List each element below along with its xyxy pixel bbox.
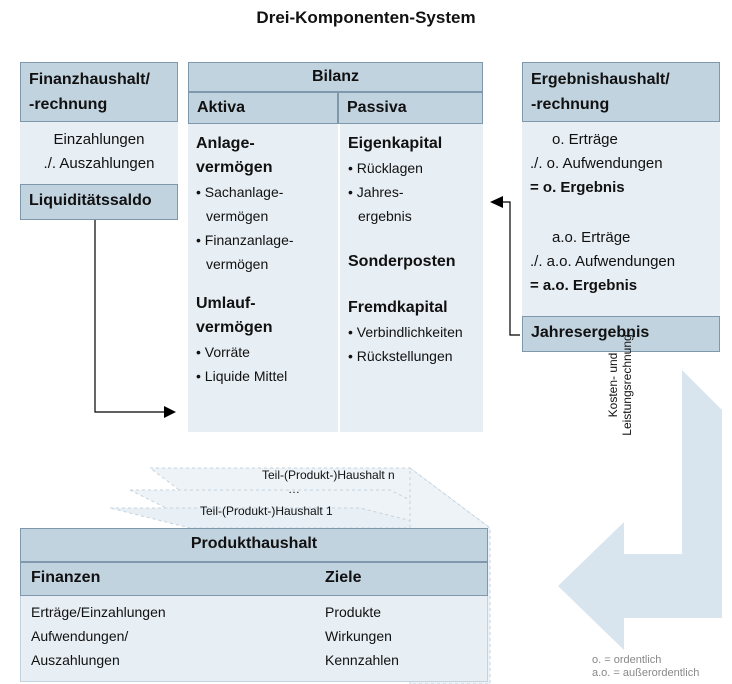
- list-item: Verbindlichkeiten: [348, 320, 475, 344]
- list-item: Wirkungen: [325, 628, 392, 644]
- ergebnishaushalt-body: o. Erträge ./. o. Aufwendungen = o. Erge…: [522, 122, 720, 316]
- auszahlungen: ./. Auszahlungen: [43, 155, 155, 172]
- fremdkapital-title: Fremdkapital: [348, 299, 448, 316]
- legend-ordentlich: o. = ordentlich: [592, 654, 662, 666]
- kosten-arrow: [558, 370, 722, 650]
- list-item: Jahres- ergebnis: [357, 180, 475, 228]
- produkthaushalt-body: Erträge/Einzahlungen Aufwendungen/ Ausza…: [20, 596, 488, 682]
- finanzen-header: Finanzen: [31, 569, 101, 586]
- einzahlungen: Einzahlungen: [53, 131, 145, 148]
- list-item: Kennzahlen: [325, 652, 399, 668]
- legend-ausserordentlich: a.o. = außerordentlich: [592, 667, 700, 679]
- ao-ergebnis: = a.o. Ergebnis: [530, 277, 638, 294]
- finanzhaushalt-body: Einzahlungen ./. Auszahlungen: [20, 122, 178, 184]
- aktiva-column: Anlage- vermögen Sachanlage- vermögen Fi…: [188, 124, 338, 432]
- connector-liquid: [94, 196, 168, 413]
- umlaufvermoegen-title: Umlauf- vermögen: [196, 295, 273, 336]
- ao-ertraege: a.o. Erträge: [552, 229, 631, 246]
- teil-haushalt-1-label: Teil-(Produkt-)Haushalt 1: [200, 504, 333, 518]
- ziele-list: Produkte Wirkungen Kennzahlen: [325, 600, 399, 672]
- anlagevermoegen-title: Anlage- vermögen: [196, 135, 273, 176]
- produkthaushalt-header: Produkthaushalt: [20, 528, 488, 562]
- list-item: Rückstellungen: [348, 344, 475, 368]
- o-ergebnis: = o. Ergebnis: [530, 179, 625, 196]
- list-item: Produkte: [325, 604, 382, 620]
- list-item: Liquide Mittel: [196, 364, 330, 388]
- sonderposten-title: Sonderposten: [348, 253, 456, 270]
- produkthaushalt-subheader: Finanzen Ziele: [20, 562, 488, 596]
- jahresergebnis: Jahresergebnis: [522, 316, 720, 352]
- eigenkapital-title: Eigenkapital: [348, 135, 443, 152]
- o-ertraege: o. Erträge: [552, 131, 618, 148]
- list-item: Aufwendungen/: [31, 628, 129, 644]
- finanzhaushalt-header: Finanzhaushalt/ -rechnung: [20, 62, 178, 122]
- liquiditaetssaldo: Liquiditätssaldo: [20, 184, 178, 220]
- list-item: Finanzanlage- vermögen: [205, 228, 330, 276]
- bilanz-header: Bilanz: [188, 62, 483, 92]
- teil-haushalt-n-label: Teil-(Produkt-)Haushalt n: [262, 468, 395, 482]
- ergebnishaushalt-header: Ergebnishaushalt/ -rechnung: [522, 62, 720, 122]
- diagram-title: Drei-Komponenten-System: [256, 8, 476, 27]
- passiva-column: Eigenkapital Rücklagen Jahres- ergebnis …: [338, 124, 483, 432]
- connector-jahres: [500, 201, 520, 336]
- list-item: Auszahlungen: [31, 652, 120, 668]
- list-item: Rücklagen: [348, 156, 475, 180]
- teil-haushalt-dots: …: [288, 482, 300, 496]
- ziele-header: Ziele: [325, 569, 362, 586]
- list-item: Erträge/Einzahlungen: [31, 604, 166, 620]
- list-item: Vorräte: [196, 340, 330, 364]
- list-item: Sachanlage- vermögen: [205, 180, 330, 228]
- aktiva-header: Aktiva: [188, 92, 338, 124]
- legend: o. = ordentlich a.o. = außerordentlich: [592, 654, 699, 680]
- finanzen-list: Erträge/Einzahlungen Aufwendungen/ Ausza…: [31, 600, 166, 672]
- o-aufwendungen: ./. o. Aufwendungen: [530, 155, 663, 172]
- kosten-leistungsrechnung-label: Kosten- und Leistungsrechnung: [606, 334, 634, 436]
- passiva-header: Passiva: [338, 92, 483, 124]
- ao-aufwendungen: ./. a.o. Aufwendungen: [530, 253, 676, 270]
